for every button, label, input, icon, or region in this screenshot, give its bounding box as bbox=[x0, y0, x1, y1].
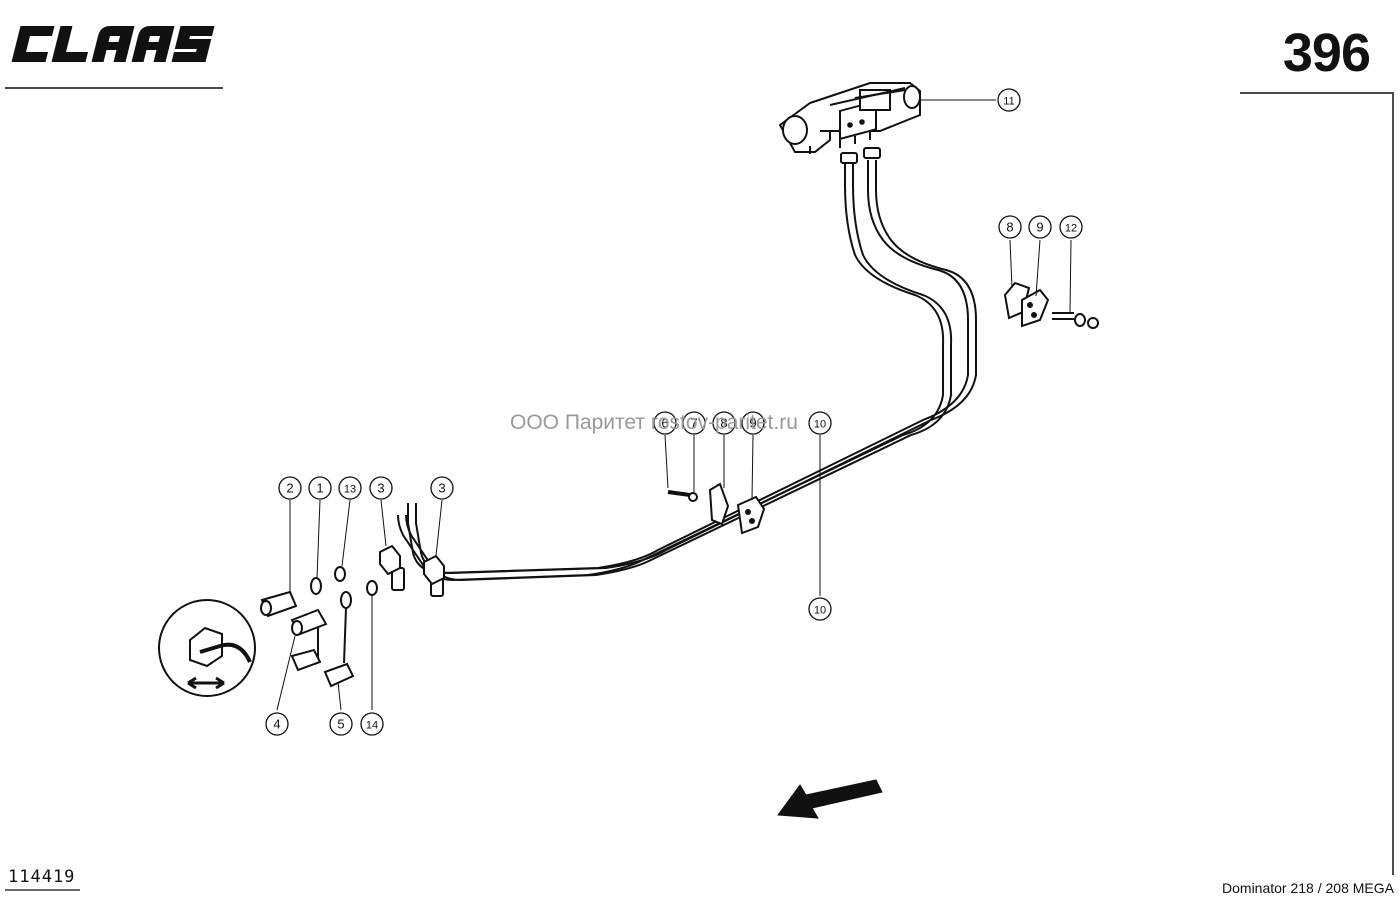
callout-10: 10 bbox=[808, 597, 832, 621]
callout-circle bbox=[653, 411, 677, 435]
callout-3: 3 bbox=[369, 476, 393, 500]
callout-label: 12 bbox=[1065, 223, 1077, 235]
callout-label: 14 bbox=[366, 720, 378, 732]
callout-5: 5 bbox=[329, 712, 353, 736]
page-number: 396 bbox=[1282, 23, 1371, 83]
callout-12: 12 bbox=[1059, 215, 1083, 239]
callout-8: 8 bbox=[998, 215, 1022, 239]
drawing-number: 114419 bbox=[8, 867, 76, 887]
fittings-group bbox=[260, 544, 445, 688]
callout-circle bbox=[998, 215, 1022, 239]
hose-fitting-detail-icon bbox=[158, 599, 256, 697]
callout-9: 9 bbox=[1028, 215, 1052, 239]
callout-label: 9 bbox=[749, 416, 756, 431]
model-name: Dominator 218 / 208 MEGA bbox=[1222, 880, 1394, 896]
callout-label: 4 bbox=[273, 717, 280, 732]
callout-circle bbox=[278, 476, 302, 500]
callout-2: 2 bbox=[278, 476, 302, 500]
callout-label: 10 bbox=[814, 605, 826, 617]
callout-9: 9 bbox=[741, 411, 765, 435]
callout-1: 1 bbox=[308, 476, 332, 500]
callout-label: 10 bbox=[814, 419, 826, 431]
hydraulic-hose-pair bbox=[391, 147, 977, 597]
hose-clamp-upper bbox=[1003, 281, 1099, 329]
callout-label: 9 bbox=[1036, 220, 1043, 235]
callout-14: 14 bbox=[360, 712, 384, 736]
callout-label: 8 bbox=[1006, 220, 1013, 235]
callout-circle bbox=[430, 476, 454, 500]
travel-direction-arrow-icon bbox=[777, 779, 883, 819]
callout-label: 7 bbox=[690, 416, 697, 431]
watermark-text: ООО Паритет rostov-paritet.ru bbox=[510, 411, 798, 434]
callout-label: 3 bbox=[377, 481, 384, 496]
callout-7: 7 bbox=[682, 411, 706, 435]
callout-label: 6 bbox=[661, 416, 668, 431]
callout-label: 8 bbox=[720, 416, 727, 431]
callout-4: 4 bbox=[265, 712, 289, 736]
callout-13: 13 bbox=[338, 476, 362, 500]
callout-8: 8 bbox=[712, 411, 736, 435]
callout-6: 6 bbox=[653, 411, 677, 435]
hose-clamp-middle bbox=[667, 482, 766, 535]
callout-label: 11 bbox=[1003, 96, 1014, 108]
callout-circle bbox=[329, 712, 353, 736]
callout-circle bbox=[1028, 215, 1052, 239]
callout-circle bbox=[997, 88, 1021, 112]
hydraulic-valve bbox=[778, 82, 921, 154]
callout-circle bbox=[1059, 215, 1083, 239]
callout-circle bbox=[682, 411, 706, 435]
callout-3: 3 bbox=[430, 476, 454, 500]
callout-10: 10 bbox=[808, 411, 832, 435]
callout-label: 5 bbox=[337, 717, 344, 732]
callout-circle bbox=[338, 476, 362, 500]
callout-circle bbox=[308, 476, 332, 500]
leader-lines bbox=[276, 99, 1072, 711]
callout-circle bbox=[741, 411, 765, 435]
callout-label: 2 bbox=[286, 481, 293, 496]
callout-circle bbox=[369, 476, 393, 500]
callout-label: 1 bbox=[316, 481, 323, 496]
claas-logo bbox=[11, 26, 215, 62]
callout-label: 3 bbox=[438, 481, 445, 496]
callout-circle bbox=[808, 411, 832, 435]
callout-circle bbox=[265, 712, 289, 736]
callout-circle bbox=[360, 712, 384, 736]
callout-labels: 11 8 9 12 6 7 8 9 10 10 2 1 13 3 3 4 5 14 bbox=[265, 88, 1083, 736]
callout-11: 11 bbox=[997, 88, 1021, 112]
callout-circle bbox=[712, 411, 736, 435]
callout-label: 13 bbox=[344, 484, 356, 496]
callout-circle bbox=[808, 597, 832, 621]
